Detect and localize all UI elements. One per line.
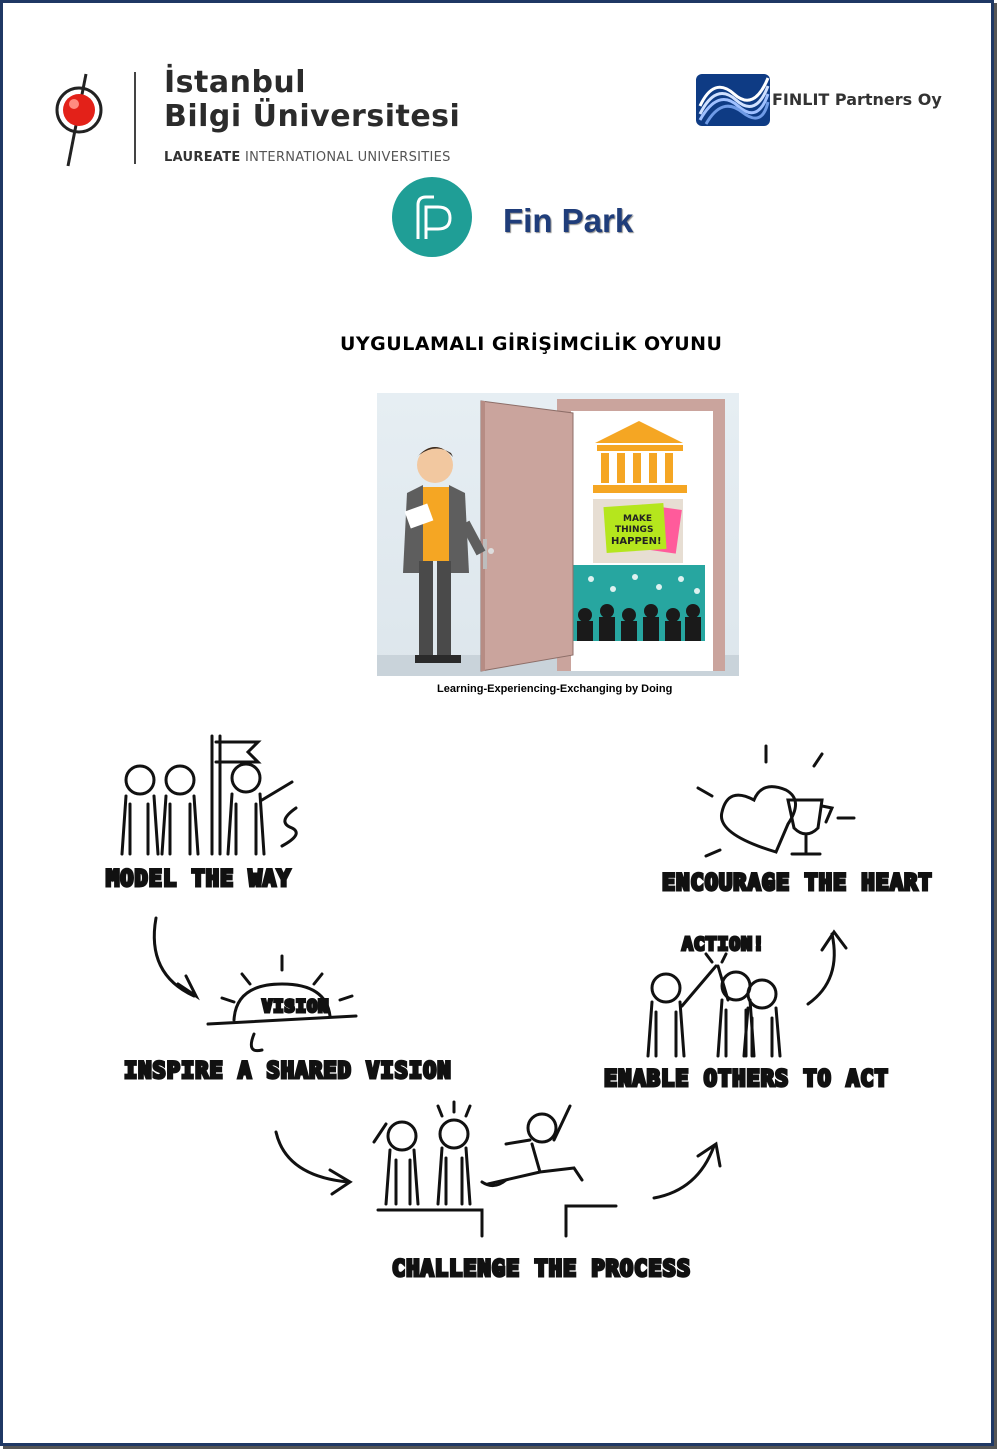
- finpark-name: Fin Park: [503, 202, 634, 239]
- bilgi-emblem-icon: [55, 73, 103, 167]
- hero-illustration: MAKE THINGS HAPPEN!: [377, 393, 739, 676]
- tag-bold: LAUREATE: [164, 150, 241, 165]
- label-action: ACTION!: [682, 934, 765, 955]
- finlit-logo: FINLIT Partners Oy: [696, 74, 966, 128]
- heart-trophy-icon: [696, 744, 856, 858]
- label-enable-others-to-act: ENABLE OTHERS TO ACT: [604, 1067, 889, 1092]
- label-challenge-the-process: CHALLENGE THE PROCESS: [392, 1257, 691, 1282]
- man-figure: [403, 447, 486, 663]
- bilgi-logo: İstanbul Bilgi Üniversitesi LAUREATE INT…: [52, 62, 472, 172]
- svg-text:THINGS: THINGS: [615, 525, 653, 535]
- label-encourage-the-heart: ENCOURAGE THE HEART: [662, 871, 933, 896]
- hero-caption: Learning-Experiencing-Exchanging by Doin…: [437, 683, 673, 695]
- leadership-sketch: MODEL THE WAY VISION INSPIRE A SHARED VI…: [86, 704, 946, 1300]
- tag-rest: INTERNATIONAL UNIVERSITIES: [240, 150, 451, 165]
- bilgi-name-line2: Bilgi Üniversitesi: [164, 99, 461, 134]
- finlit-name: FINLIT Partners Oy: [772, 90, 942, 109]
- label-model-the-way: MODEL THE WAY: [106, 867, 291, 892]
- document-title: UYGULAMALI GİRİŞİMCİLİK OYUNU: [340, 333, 723, 355]
- enable-figures-icon: [646, 952, 782, 1058]
- model-figures-icon: [120, 734, 298, 856]
- bilgi-tagline: LAUREATE INTERNATIONAL UNIVERSITIES: [164, 150, 451, 165]
- door-scene: MAKE THINGS HAPPEN!: [377, 399, 739, 676]
- label-inspire-shared-vision: INSPIRE A SHARED VISION: [124, 1059, 452, 1084]
- svg-text:HAPPEN!: HAPPEN!: [611, 536, 662, 547]
- bank-icon: [593, 421, 687, 493]
- bilgi-divider: [134, 72, 136, 164]
- label-vision: VISION: [262, 997, 329, 1017]
- bilgi-name-line1: İstanbul: [164, 65, 307, 100]
- challenge-figures-icon: [372, 1100, 618, 1238]
- finlit-mark-icon: [696, 74, 770, 126]
- finpark-mark-icon: [392, 177, 472, 257]
- vision-sun-icon: [206, 954, 358, 1053]
- svg-text:MAKE: MAKE: [623, 514, 652, 524]
